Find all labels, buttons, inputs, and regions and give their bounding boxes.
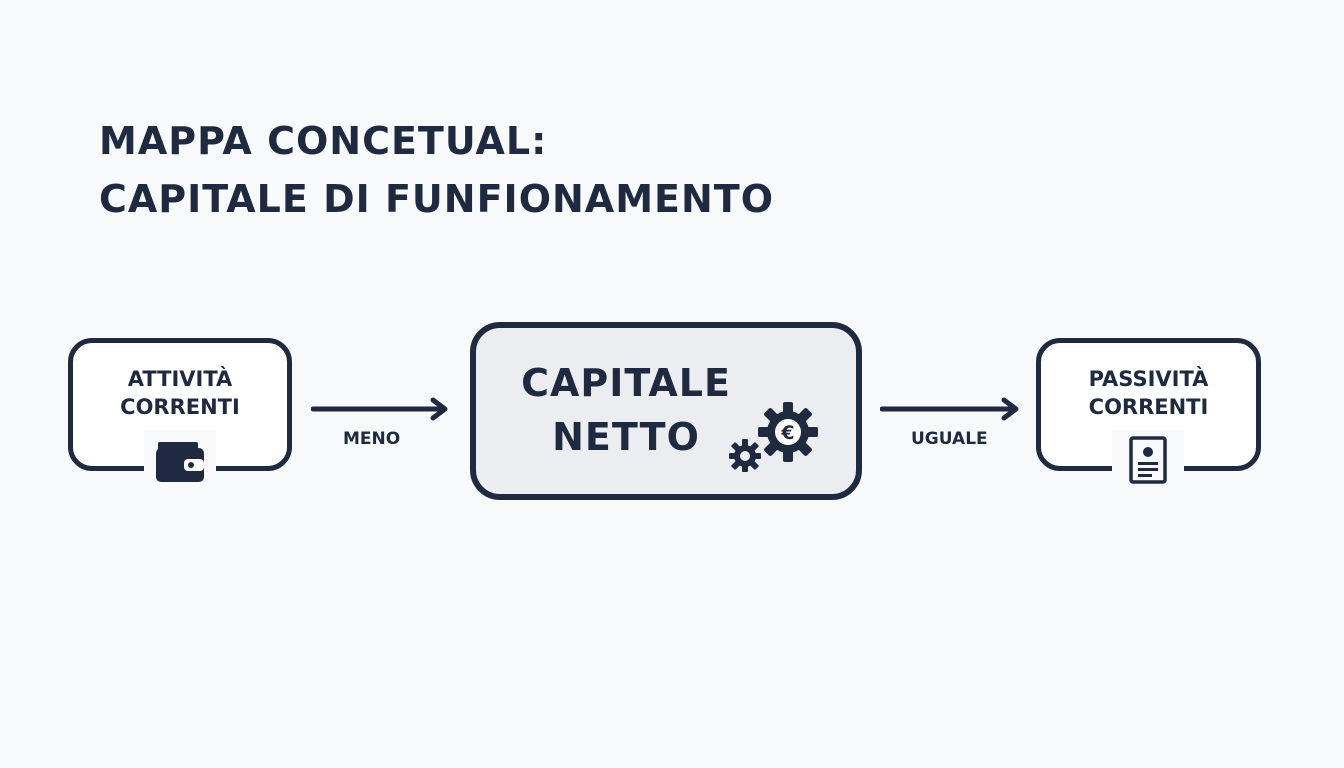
node-passivita-line-1: PASSIVITÀ xyxy=(1088,367,1209,391)
node-capitale-line-2: NETTO xyxy=(552,415,700,459)
wallet-icon-slot xyxy=(144,430,216,490)
node-passivita-label: PASSIVITÀ CORRENTI xyxy=(1041,365,1256,421)
node-passivita-line-2: CORRENTI xyxy=(1088,395,1209,419)
wallet-icon xyxy=(156,442,204,482)
title-line-2: CAPITALE DI FUNFIONAMENTO xyxy=(99,177,775,221)
gear-small-icon xyxy=(729,439,761,472)
arrow-meno xyxy=(311,397,448,421)
node-attivita-label: ATTIVITÀ CORRENTI xyxy=(73,365,287,421)
arrow-uguale xyxy=(880,397,1019,421)
connector-label-meno: MENO xyxy=(343,429,401,449)
gear-large-icon: € xyxy=(758,402,818,462)
node-attivita-line-1: ATTIVITÀ xyxy=(127,367,233,391)
title-line-1: MAPPA CONCETUAL: xyxy=(99,119,548,163)
connector-label-uguale: UGUALE xyxy=(911,429,988,449)
node-attivita-line-2: CORRENTI xyxy=(120,395,240,419)
diagram-title: MAPPA CONCETUAL: CAPITALE DI FUNFIONAMEN… xyxy=(99,112,774,228)
node-capitale-label: CAPITALE NETTO xyxy=(476,356,776,464)
node-capitale-netto: CAPITALE NETTO xyxy=(470,322,862,500)
svg-text:€: € xyxy=(780,422,794,444)
node-capitale-line-1: CAPITALE xyxy=(521,361,731,405)
document-icon xyxy=(1129,436,1167,484)
gears-euro-icon: € xyxy=(729,402,818,472)
document-icon-slot xyxy=(1112,430,1184,490)
